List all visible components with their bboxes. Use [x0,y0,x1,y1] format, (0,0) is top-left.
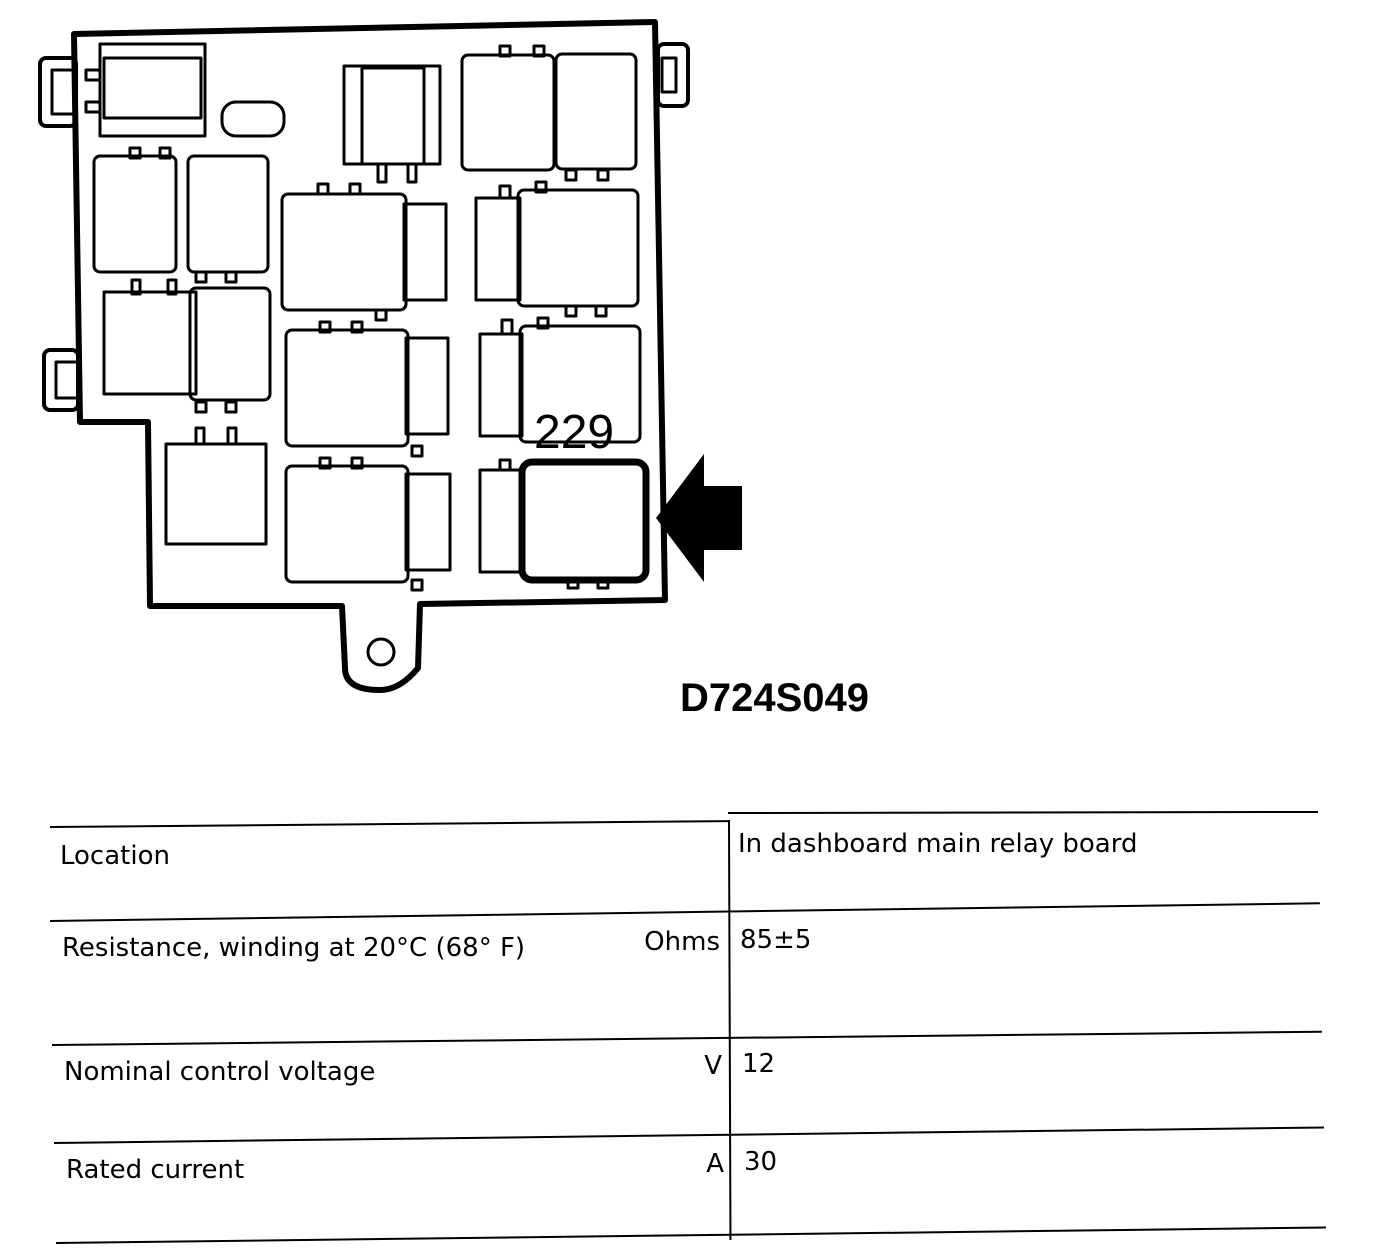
table-row-value: 85±5 [740,925,812,955]
callout-label: 229 [534,406,614,459]
table-row-label: Resistance, winding at 20°C (68° F) [62,933,526,963]
table-row-value: 12 [742,1049,776,1079]
table-rule [52,1030,1322,1046]
table-row-unit: A [706,1149,724,1179]
table-row-value: In dashboard main relay board [738,829,1138,859]
highlighted-relay [518,458,650,584]
table-divider [728,819,732,1240]
table-rule [50,820,730,828]
table-row-value: 30 [744,1147,778,1177]
table-rule [56,1226,1326,1244]
table-rule [54,1126,1324,1144]
table-row-label: Location [60,841,170,871]
arrow-pointer-icon [656,454,742,582]
table-rule [728,810,1319,814]
table-row-label: Nominal control voltage [64,1057,376,1087]
relay-board-outline-icon [71,19,668,693]
relay-board-diagram: 229 [38,19,742,693]
table-row-unit: V [704,1051,722,1081]
mounting-hole-icon [366,637,396,667]
table-row-unit: Ohms [644,927,720,957]
figure-id: D724S049 [680,676,870,720]
table-row-label: Rated current [66,1155,245,1185]
table-rule [50,902,1320,922]
